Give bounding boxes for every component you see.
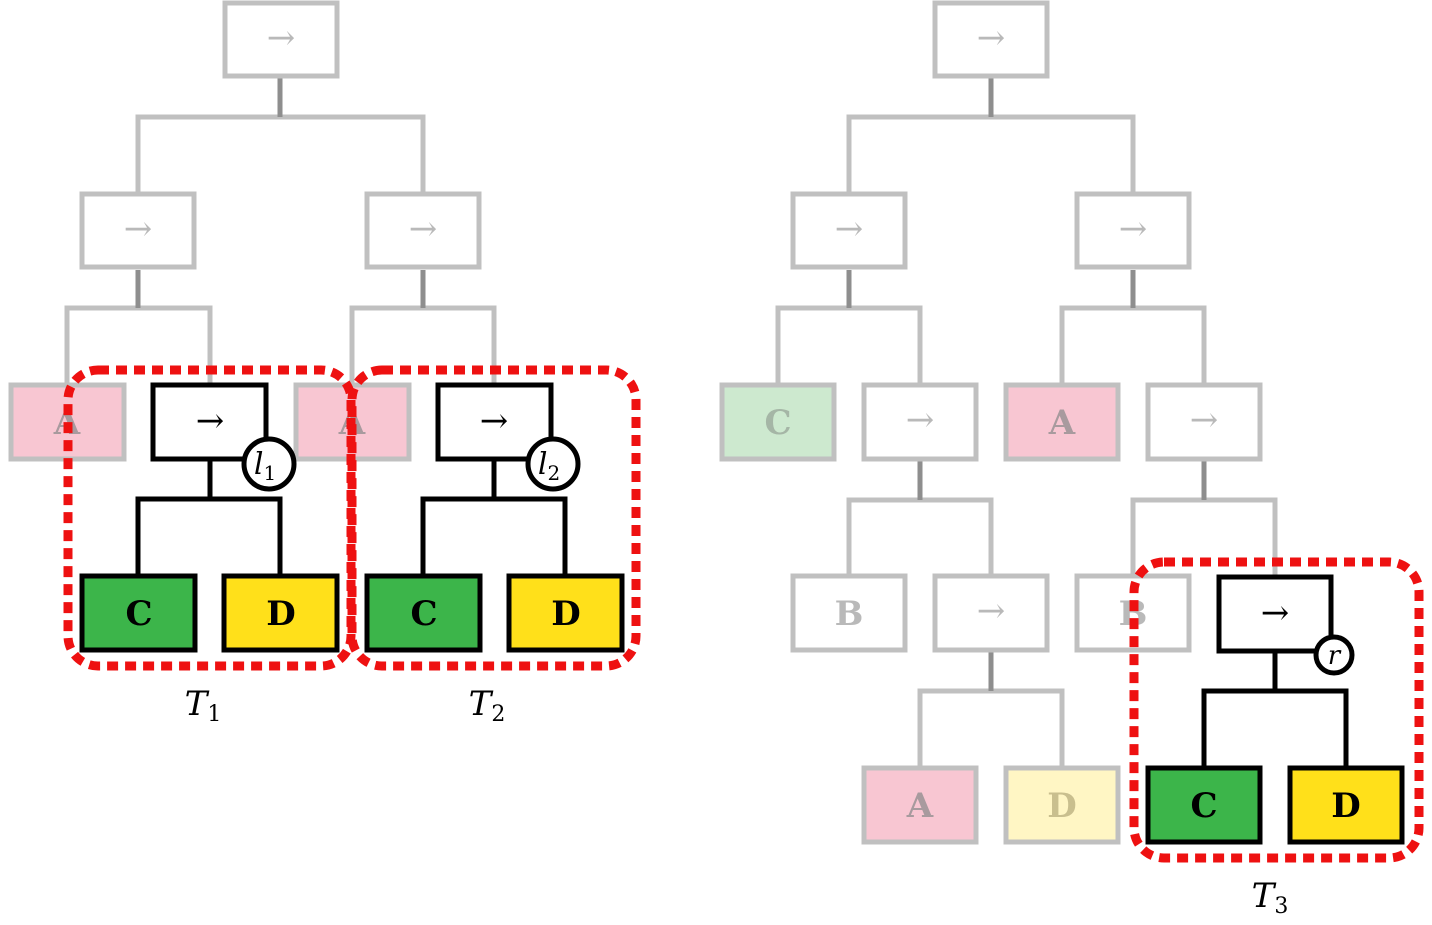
svg-text:l2: l2 [538, 447, 560, 485]
t3-leaf-c: C [1145, 765, 1263, 845]
subtree-t2: → C D l2 T2 [347, 365, 641, 727]
leaf-label: A [906, 786, 934, 826]
circle-letter: r [1328, 641, 1342, 671]
t2-leaf-c: C [364, 573, 483, 653]
sequence-arrow: → [196, 401, 225, 441]
right-leaf-b-1: B [790, 573, 908, 653]
sequence-arrow: → [1261, 593, 1290, 633]
leaf-label: C [1190, 786, 1217, 826]
sequence-arrow: → [1119, 209, 1148, 249]
circle-subscript: 1 [263, 461, 276, 485]
circle-subscript: 2 [547, 461, 560, 485]
right-sequence-node-2: → [1074, 191, 1192, 270]
t3-edges [1201, 650, 1349, 768]
left-sequence-node-1: → [79, 191, 197, 270]
t3-label: T3 [1252, 876, 1289, 919]
right-leaf-a: A [1003, 382, 1121, 462]
sequence-arrow: → [267, 18, 296, 58]
leaf-label: D [551, 594, 580, 634]
right-root-sequence-node: → [932, 0, 1050, 79]
sequence-arrow: → [124, 209, 153, 249]
edge [917, 688, 1065, 768]
right-tree-stems [846, 78, 1207, 691]
right-leaf-c: C [719, 382, 837, 462]
right-leaf-d-2: D [1003, 765, 1121, 845]
t1-sequence-node: → [150, 382, 269, 462]
leaf-label: B [835, 594, 864, 634]
t1-edges [135, 459, 283, 576]
circle-letter: l [254, 447, 264, 482]
leaf-label: C [410, 594, 437, 634]
right-sequence-node-3: → [861, 382, 979, 462]
subtree-t3: → C D r T3 [1129, 557, 1424, 919]
leaf-label: A [1048, 403, 1076, 443]
right-sequence-node-4: → [1145, 382, 1263, 462]
edge [1059, 305, 1207, 385]
t1-label: T1 [185, 684, 222, 727]
right-sequence-node-1: → [790, 191, 908, 270]
t3-circle-marker: r [1313, 634, 1355, 676]
left-root-sequence-node: → [222, 0, 340, 79]
t2-highlight-box [347, 365, 641, 671]
sequence-arrow: → [977, 591, 1006, 631]
sequence-arrow: → [906, 400, 935, 440]
t1-leaf-d: D [221, 573, 340, 653]
edge [846, 114, 1136, 192]
t3-leaf-d: D [1287, 765, 1405, 845]
edge [775, 305, 923, 385]
leaf-label: D [266, 594, 295, 634]
circle-letter: l [538, 447, 548, 482]
sequence-arrow: → [1190, 400, 1219, 440]
t2-label: T2 [469, 684, 506, 727]
edge [135, 114, 426, 192]
left-tree-stems [135, 78, 426, 308]
leaf-label: C [125, 594, 152, 634]
t3-highlight-box [1129, 557, 1424, 863]
t2-edges [420, 459, 568, 576]
t1-leaf-c: C [79, 573, 198, 653]
t2-leaf-d: D [506, 573, 625, 653]
sequence-arrow: → [977, 18, 1006, 58]
left-sequence-node-2: → [364, 191, 482, 270]
sequence-arrow: → [835, 209, 864, 249]
right-leaf-a-2: A [861, 765, 979, 845]
sequence-arrow: → [409, 209, 438, 249]
svg-text:l1: l1 [254, 447, 276, 485]
t1-circle-marker: l1 [241, 436, 297, 492]
t3-sequence-node: → [1216, 574, 1334, 654]
sequence-arrow: → [480, 401, 509, 441]
edge [846, 497, 994, 576]
leaf-label: D [1331, 786, 1360, 826]
leaf-label: D [1047, 786, 1076, 826]
leaf-label: C [764, 403, 791, 443]
t2-circle-marker: l2 [525, 436, 581, 492]
right-sequence-node-5: → [932, 573, 1050, 653]
